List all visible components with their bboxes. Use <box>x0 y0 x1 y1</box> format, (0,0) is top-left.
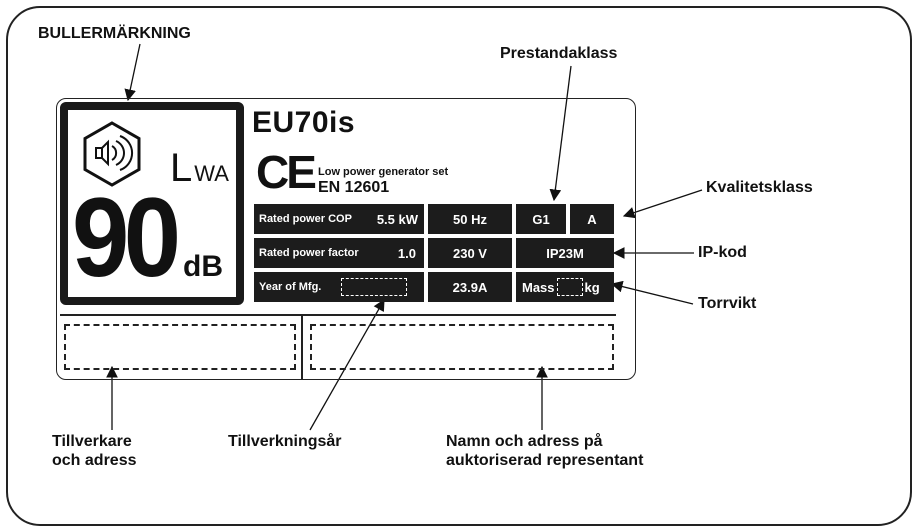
spec-cell-quality-class: A <box>570 204 614 234</box>
manufacturer-field <box>64 324 296 370</box>
mass-unit: kg <box>584 279 600 295</box>
noise-value: 90 <box>72 175 181 300</box>
plate-divider-horizontal <box>60 314 616 316</box>
spec-cell-ip-code: IP23M <box>516 238 614 268</box>
label-representative-line1: Namn och adress på <box>446 433 603 450</box>
label-performance-class: Prestandaklass <box>500 45 618 62</box>
spec-cell-year: Year of Mfg. <box>254 272 424 302</box>
spec-value-rated-power: 5.5 kW <box>376 211 418 227</box>
label-quality-class: Kvalitetsklass <box>706 179 813 196</box>
label-noise-marking: BULLERMÄRKNING <box>38 25 191 42</box>
spec-label-rated-power: Rated power COP <box>259 213 352 225</box>
mass-label: Mass <box>522 279 555 295</box>
year-placeholder-field <box>341 278 408 296</box>
spec-cell-mass: Mass kg <box>516 272 614 302</box>
spec-cell-frequency: 50 Hz <box>428 204 512 234</box>
hexagon-speaker-icon <box>83 121 141 187</box>
spec-label-year: Year of Mfg. <box>259 281 322 293</box>
label-dry-weight: Torrvikt <box>698 295 757 312</box>
spec-cell-rated-power: Rated power COP 5.5 kW <box>254 204 424 234</box>
mass-placeholder-field <box>556 278 583 296</box>
spec-label-power-factor: Rated power factor <box>259 247 359 259</box>
standard-number: EN 12601 <box>318 179 390 196</box>
label-manufacturer-line2: och adress <box>52 452 137 469</box>
spec-cell-voltage: 230 V <box>428 238 512 268</box>
model-name: EU70is <box>252 106 356 139</box>
leader-noise-marking <box>124 43 141 102</box>
noise-label-box <box>60 102 244 305</box>
spec-cell-power-factor: Rated power factor 1.0 <box>254 238 424 268</box>
leader-dry-weight <box>610 280 694 305</box>
product-type: Low power generator set <box>318 166 449 178</box>
ce-mark: CE <box>256 146 317 198</box>
leader-performance-class <box>549 65 572 202</box>
label-manufacturer-line1: Tillverkare <box>52 433 132 450</box>
noise-unit: dB <box>183 250 223 283</box>
label-year-of-manufacture: Tillverkningsår <box>228 433 342 450</box>
label-ip-code: IP-kod <box>698 244 747 261</box>
representative-field <box>310 324 614 370</box>
leader-quality-class <box>622 189 703 219</box>
leader-lines <box>106 43 703 431</box>
spec-cell-performance-class: G1 <box>516 204 566 234</box>
lwa-letter: L <box>170 146 193 190</box>
label-representative-line2: auktoriserad representant <box>446 452 644 469</box>
lwa-subscript: WA <box>194 161 229 186</box>
spec-cell-current: 23.9A <box>428 272 512 302</box>
rating-plate <box>56 98 636 380</box>
lwa-symbol: LWA <box>170 148 229 194</box>
plate-divider-vertical <box>301 316 303 380</box>
spec-value-power-factor: 1.0 <box>397 245 416 261</box>
leader-year <box>309 298 385 431</box>
